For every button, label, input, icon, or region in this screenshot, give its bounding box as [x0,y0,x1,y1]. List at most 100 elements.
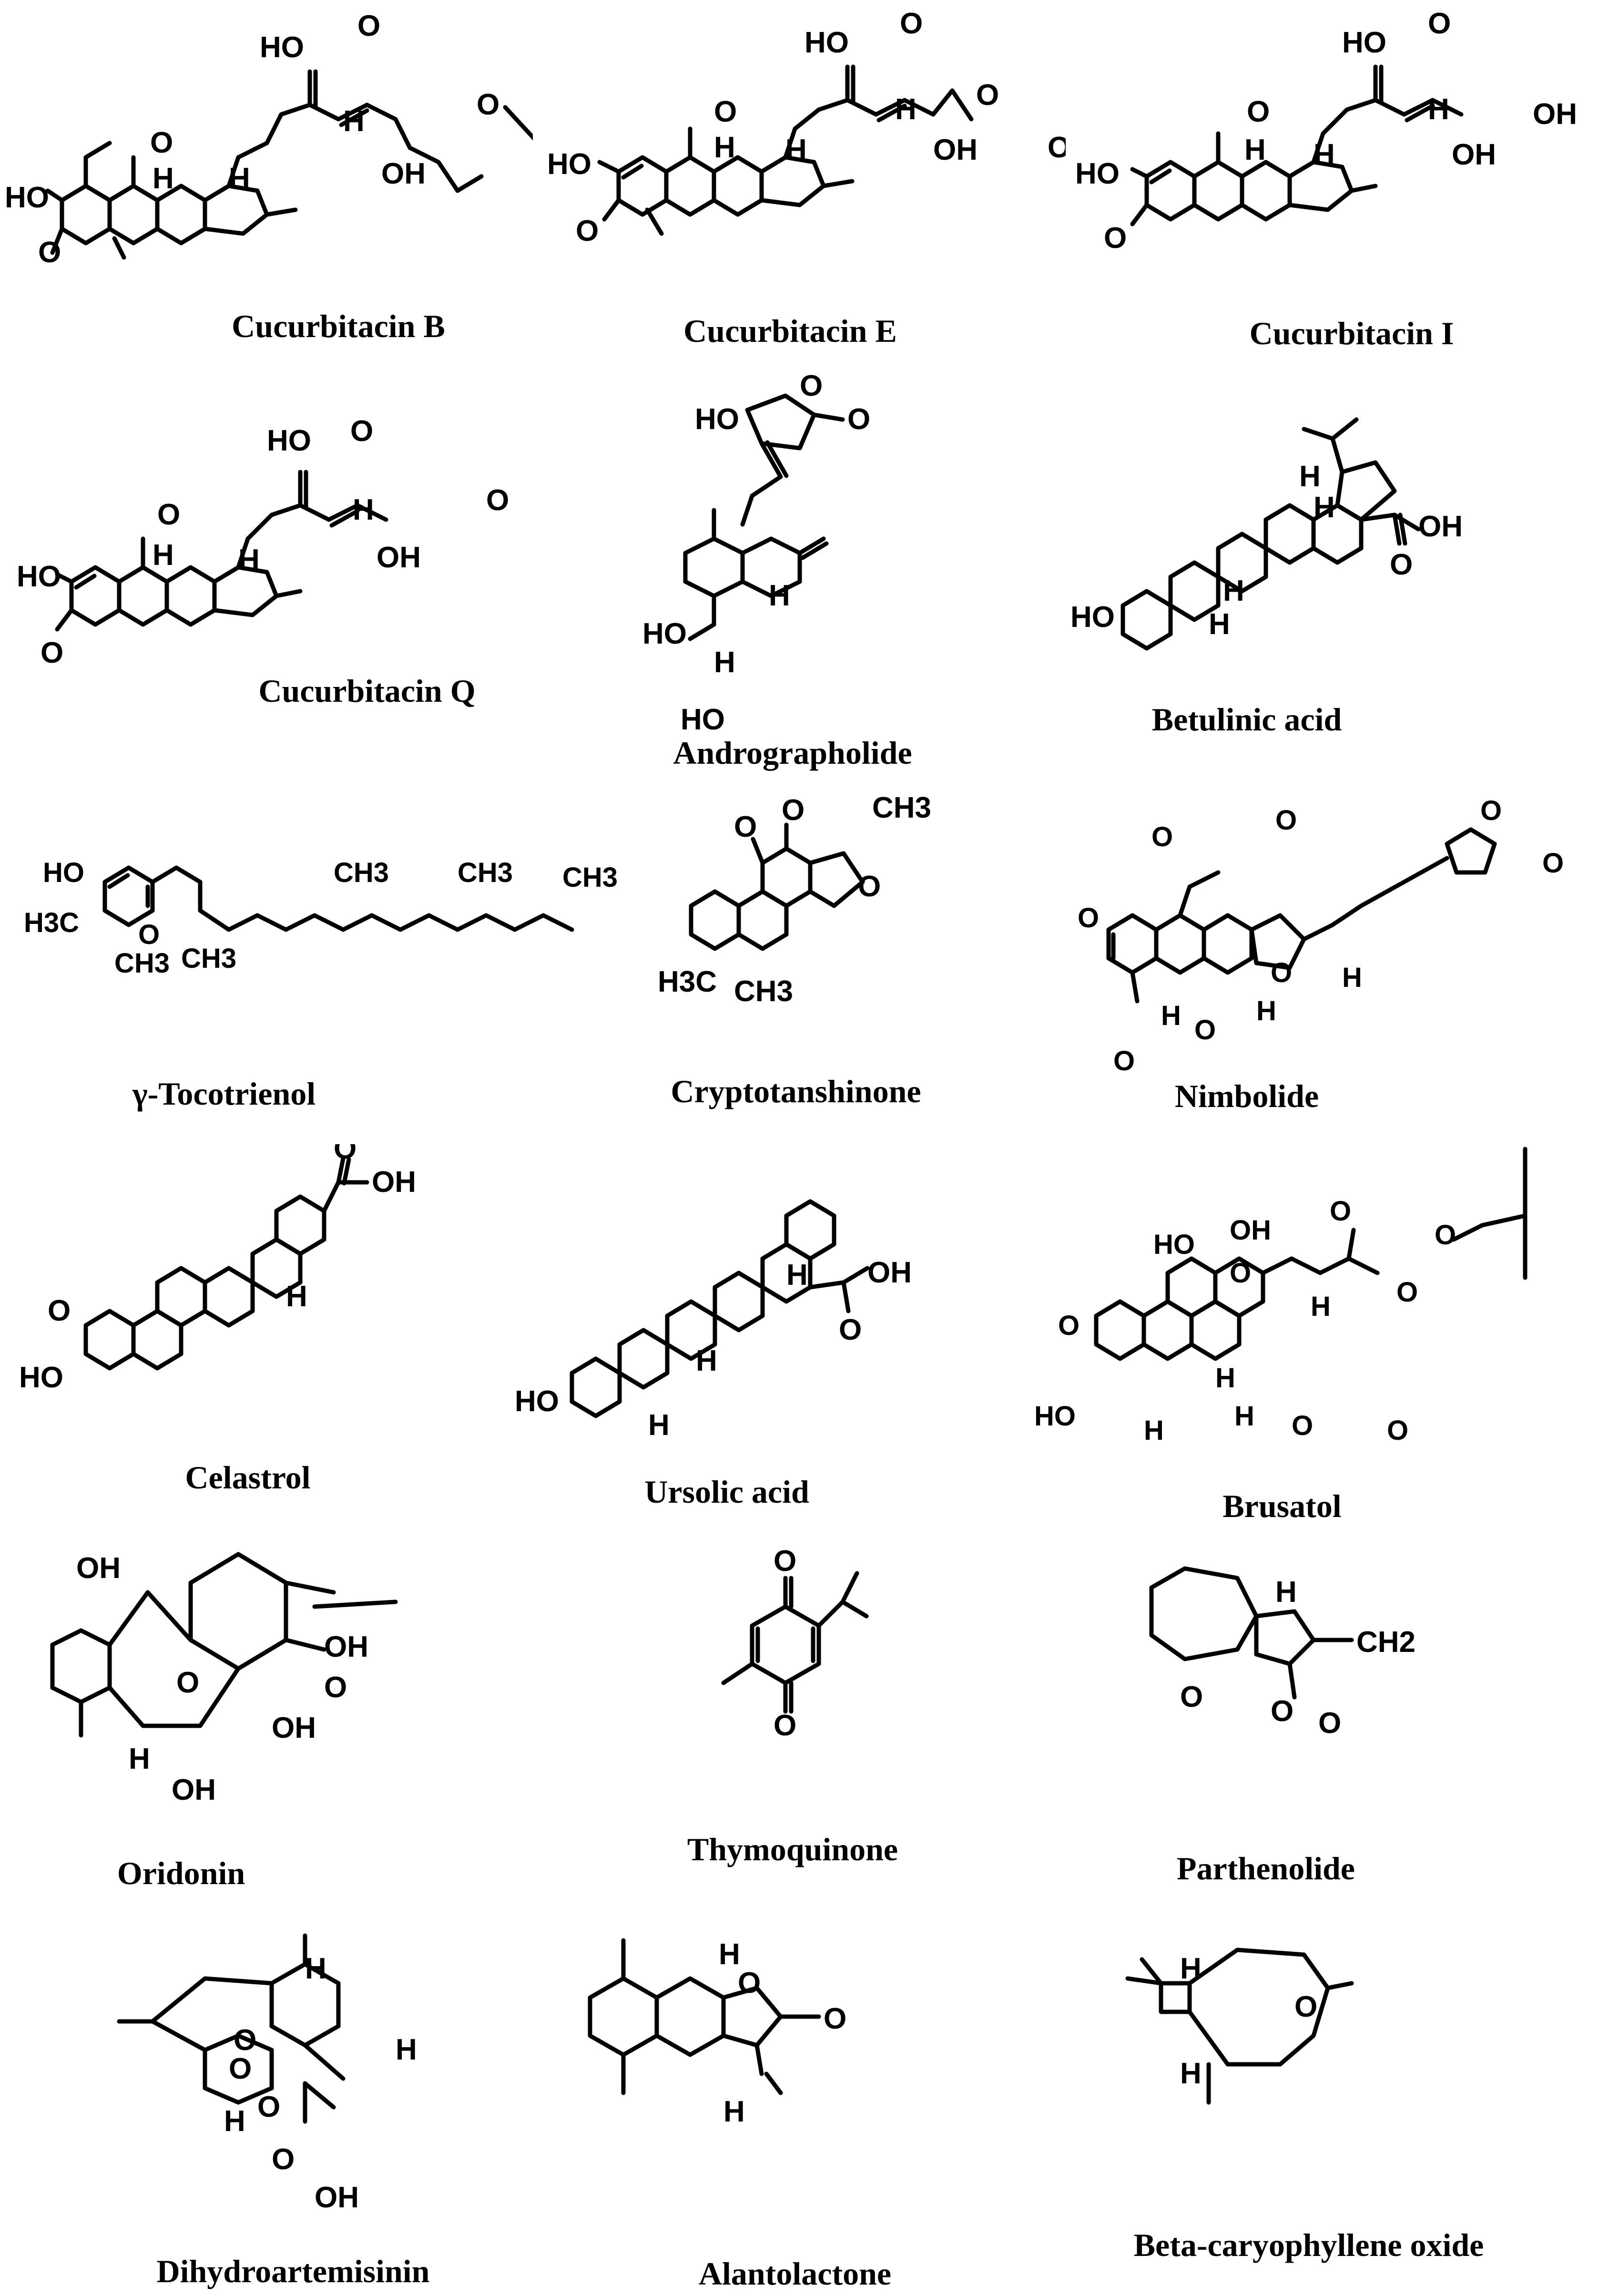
atom-label: H [286,1280,307,1313]
atom-label: CH3 [872,791,931,824]
atom-label: O [1180,1681,1203,1713]
atom-label: OH [324,1630,368,1663]
compound-alantolactone: H O O H Alantolactone [533,1921,1066,2294]
alantolactone-structure: H O O H [588,1938,846,2128]
atom-label: O [774,1709,796,1742]
atom-label: HO [547,148,591,181]
atom-label: O [1048,131,1066,164]
compound-betulinic-acid: H H OH O HO H H Betulinic acid [1066,367,1599,744]
atom-label: O [1396,1277,1418,1308]
atom-label: O [1542,848,1564,879]
compound-ursolic-acid: OH O H H HO H Ursolic acid [515,1144,1066,1526]
compound-name: Cucurbitacin E [683,313,897,349]
atom-label: O [1113,1046,1135,1076]
atom-label: H [224,2105,245,2138]
atom-label: H [396,2033,417,2066]
atom-label: O [1194,1015,1216,1046]
atom-label: H [1209,608,1230,641]
compound-brusatol: HO OH O O O O H O HO H H H O O Brusatol [1025,1144,1599,1540]
atom-label: HO [1075,157,1120,190]
atom-label: H [1428,93,1449,126]
compound-thymoquinone: O O Thymoquinone [533,1526,1066,1917]
atom-label: H [1180,1952,1202,1985]
oridonin-structure: OH O OH O OH H OH [50,1552,398,1806]
compound-name: γ-Tocotrienol [132,1076,316,1112]
atom-label: OH [381,157,426,190]
atom-label: HO [695,403,739,436]
compound-name: Parthenolide [1177,1850,1355,1886]
andrographolide-structure: HO O O HO H H HO [642,369,870,736]
atom-label: HO [642,617,687,650]
atom-label: O [150,126,173,159]
atom-label: O [324,1671,347,1704]
atom-label: O [1104,222,1127,255]
compound-beta-caryophyllene-oxide: H O H Beta-caryophyllene oxide [1066,1921,1599,2294]
atom-label: O [1428,7,1451,40]
atom-label: O [138,919,160,950]
atom-label: O [714,95,737,128]
atom-label: O [38,236,61,269]
atom-label: HO [43,857,84,888]
atom-label: O [782,794,805,827]
celastrol-structure: O OH O HO H [19,1132,416,1394]
atom-label: OH [1452,138,1496,171]
atom-label: H [769,579,790,612]
atom-label: H [1234,1401,1254,1432]
atom-label: H3C [24,907,79,938]
atom-label: CH3 [181,943,236,974]
compound-name: Thymoquinone [687,1831,898,1867]
atom-label: OH [76,1552,121,1585]
atom-label: O [1078,902,1099,933]
compound-name: Ursolic acid [644,1474,809,1510]
compound-name: Andrographolide [673,735,912,771]
atom-label: O [1271,957,1292,988]
atom-label: CH2 [1356,1626,1416,1659]
atom-label: H [1180,2057,1202,2090]
atom-label: H [229,162,250,195]
atom-label: HO [19,1361,63,1394]
atom-label: O [1151,821,1173,852]
compound-cucurbitacin-b: HO O O HO H H H OH O O O Cucurbitacin B [0,0,571,362]
atom-label: H [719,1938,740,1971]
atom-label: H [895,93,917,126]
cucurbitacin-b-structure: HO O O HO H H H OH O O O [5,10,571,269]
atom-label: OH [377,541,421,574]
compound-dihydroartemisinin: H O O H H O O OH Dihydroartemisinin [0,1921,533,2294]
atom-label: HO [1070,601,1115,634]
atom-label: OH [867,1256,912,1289]
atom-label: H [353,493,374,526]
atom-label: H [153,539,174,572]
compound-name: Oridonin [117,1855,245,1891]
atom-label: O [858,870,881,903]
atom-label: O [1435,1220,1456,1250]
nimbolide-structure: O O O O O H O H H O O [1078,795,1564,1076]
compound-parthenolide: H CH2 O O O Parthenolide [1066,1526,1599,1917]
atom-label: H [1161,1000,1181,1031]
parthenolide-structure: H CH2 O O O [1149,1566,1416,1740]
atom-label: OH [1418,510,1463,543]
compound-name: Cryptotanshinone [671,1073,921,1109]
atom-label: HO [1034,1401,1076,1432]
atom-label: O [350,415,373,448]
thymoquinone-structure: O O [721,1545,869,1742]
atom-label: H [1299,460,1321,493]
betulinic-acid-structure: H H OH O HO H H [1070,417,1463,651]
dihydroartemisinin-structure: H O O H H O O OH [117,1933,417,2214]
compound-gamma-tocotrienol: HO H3C CH3 O CH3 CH3 CH3 CH3 γ-Tocotrien… [0,772,667,1130]
compound-cucurbitacin-i: HO O O HO H H H OH O OH Cucurbitacin I [1066,0,1599,362]
atom-label: H [786,1259,808,1292]
atom-label: O [157,498,180,531]
atom-label: H [1342,962,1362,993]
atom-label: H [343,105,365,138]
atom-label: OH [1533,98,1577,131]
atom-label: H [785,133,807,166]
atom-label: HO [681,703,725,736]
atom-label: OH [172,1773,216,1806]
atom-label: O [576,215,599,247]
atom-label: O [334,1144,356,1165]
beta-caryophyllene-oxide-structure: H O H [1125,1948,1354,2105]
atom-label: H [696,1344,717,1377]
atom-label: H [1256,995,1276,1026]
atom-label: O [357,10,380,42]
atom-label: O [900,7,923,40]
